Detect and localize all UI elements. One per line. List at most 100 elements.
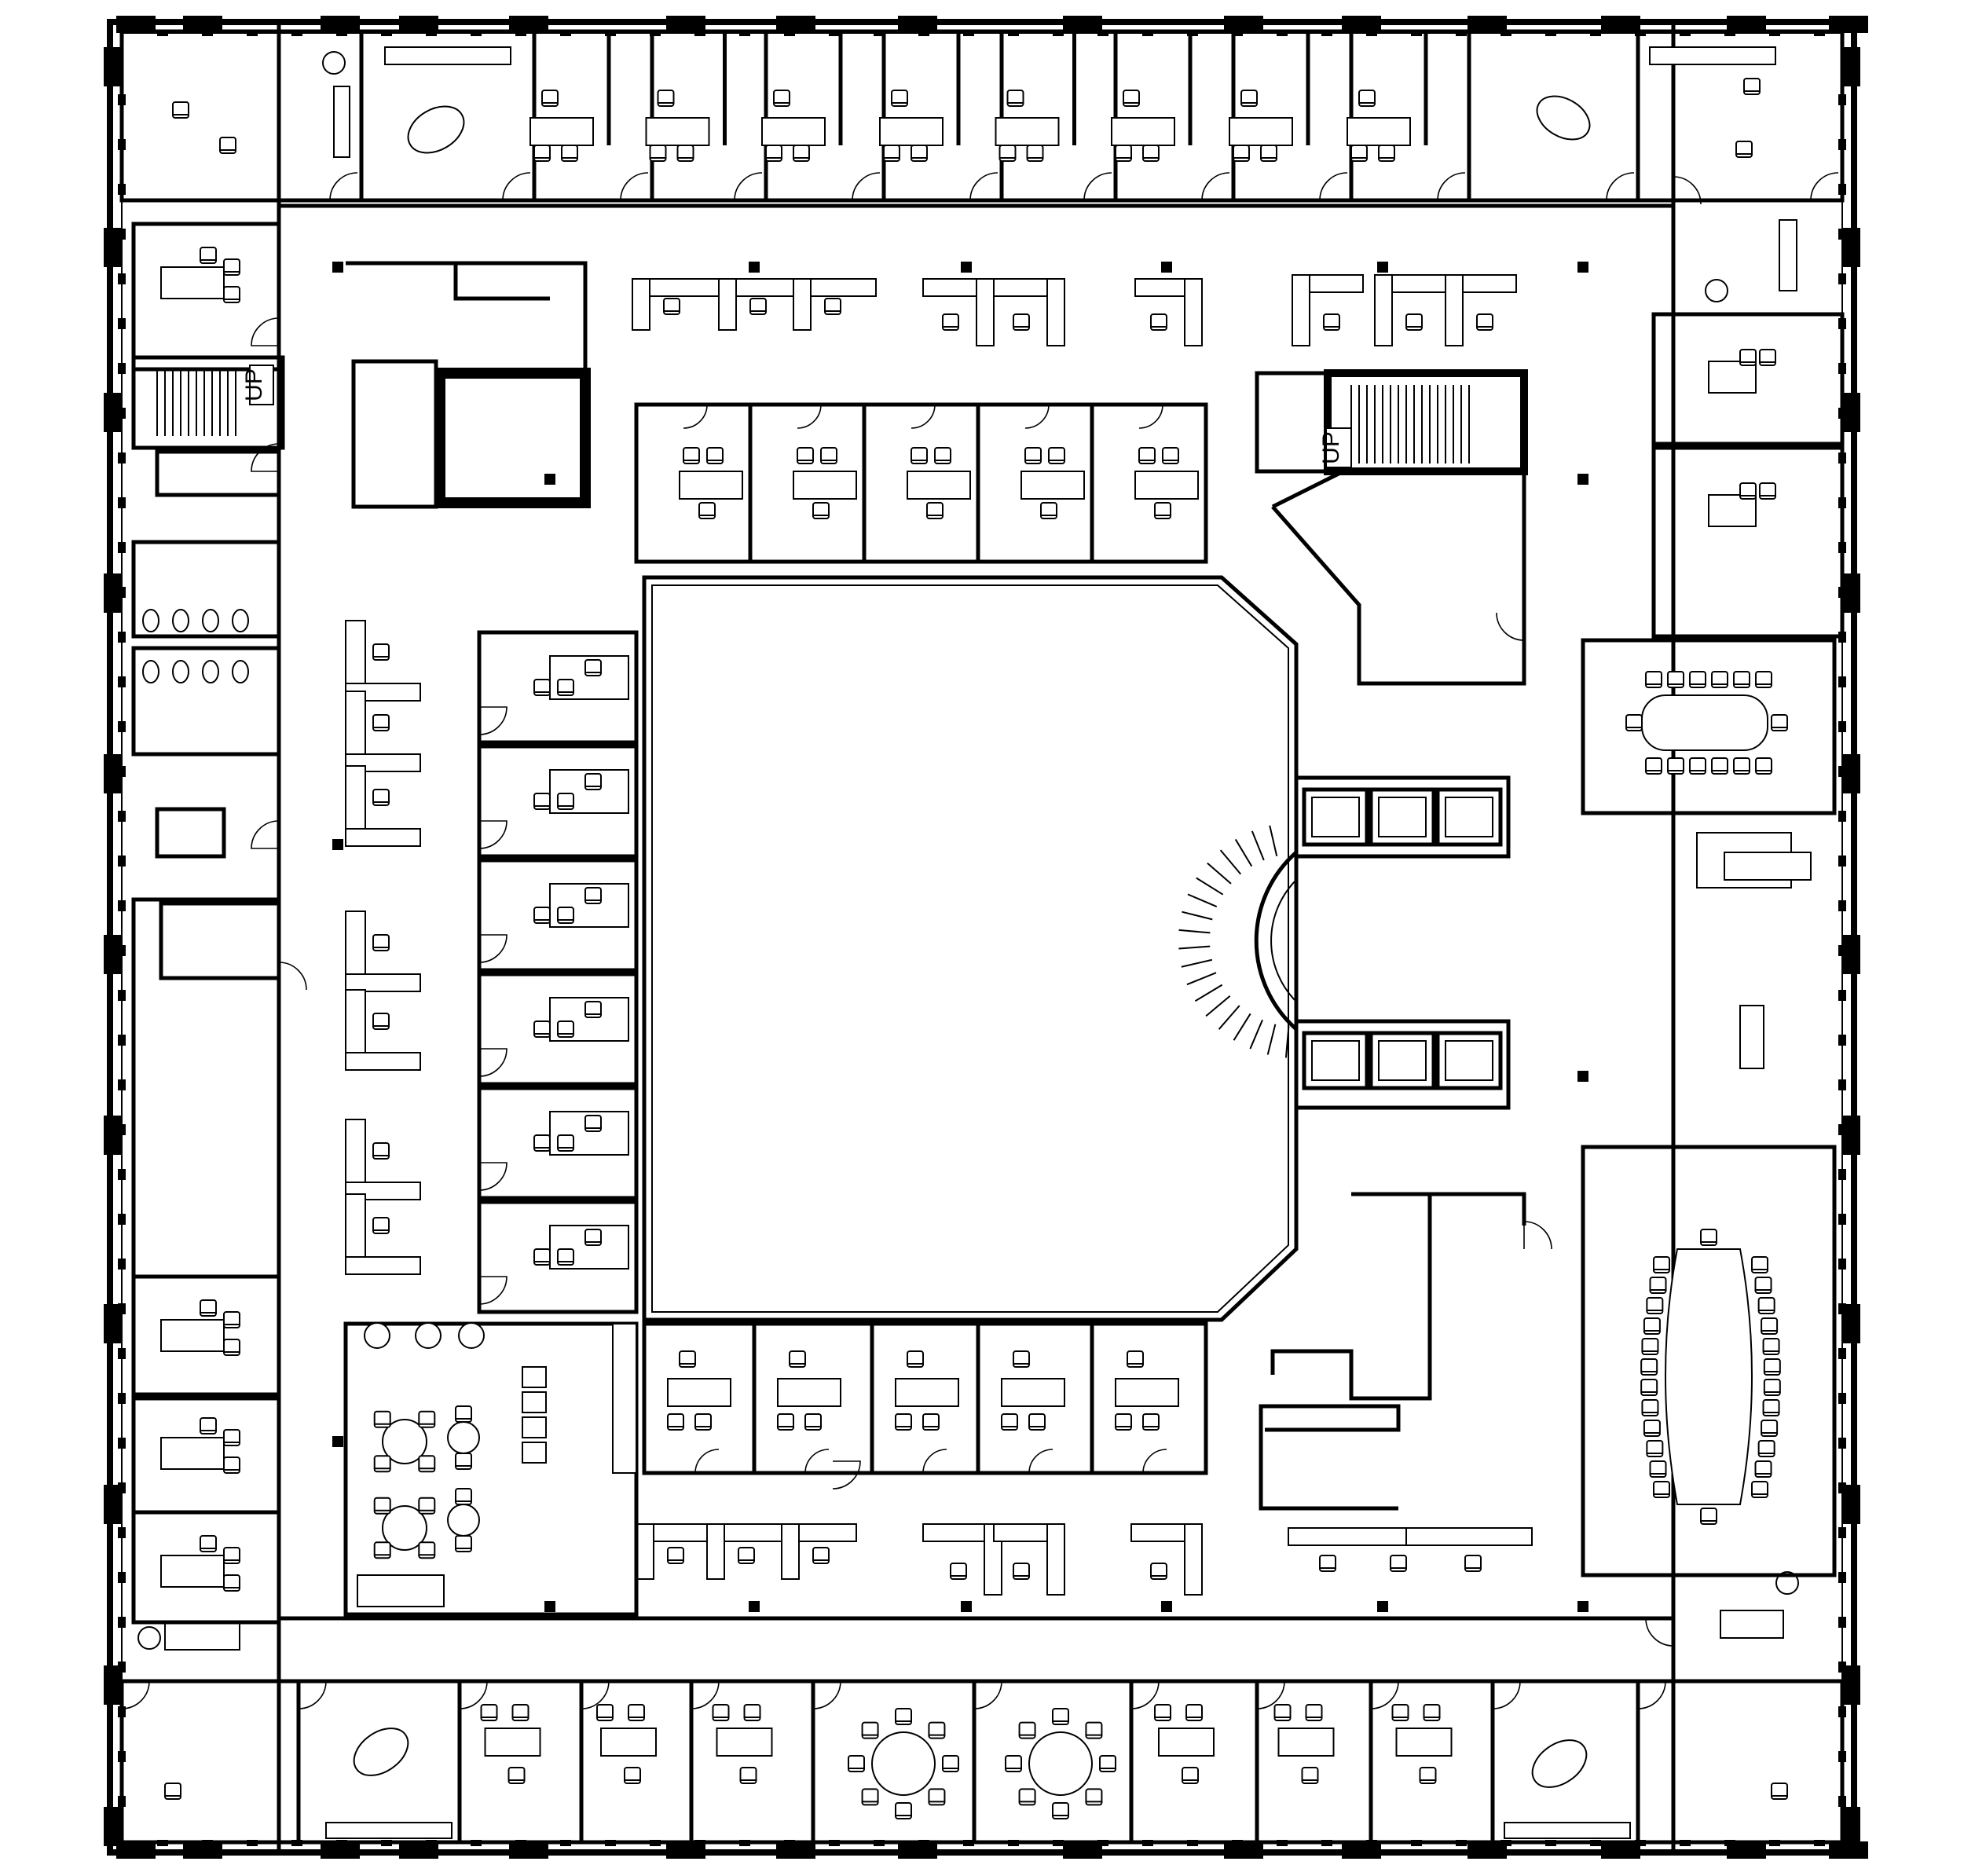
office [477,972,639,1086]
pier [104,1485,121,1524]
door-swing [852,172,881,201]
office [532,29,654,203]
workstation-desk [345,989,366,1061]
door-swing [478,1276,507,1305]
office [1113,29,1236,203]
desk [1001,1378,1065,1407]
pier [116,1841,156,1859]
office [881,29,1004,203]
mullion [118,1124,126,1135]
mullion [1838,1617,1846,1628]
desk [522,1416,547,1438]
elevator-cab [1445,797,1493,837]
door-swing [969,172,998,201]
desk [1649,46,1776,65]
office [999,29,1118,203]
desk [1288,1527,1415,1546]
stool [458,1322,485,1349]
desk [1347,117,1411,146]
elevator-cab [1378,797,1427,837]
office [1349,29,1471,203]
pier [1843,754,1860,793]
inner-office-column-left [477,630,639,1314]
mullion [118,497,126,508]
door-swing [1319,172,1348,201]
round-table [353,1728,409,1776]
pier [104,1807,121,1846]
column [1161,262,1172,273]
conference-chairs-large [1640,1229,1781,1525]
mullion [1838,856,1846,867]
stair-tread [1205,995,1231,1017]
mullion [1838,273,1846,284]
workstation-return [345,1256,421,1275]
door-swing [478,1048,507,1077]
pier [1727,1841,1766,1859]
desk [1504,1822,1631,1839]
door-swing [1810,172,1839,201]
pier [104,573,121,613]
mullion [118,587,126,598]
mullion [1838,945,1846,956]
column [1377,262,1388,273]
desk [879,117,944,146]
workstation-return [781,1523,800,1580]
stair-tread [1266,1024,1277,1055]
door-swing [581,1680,610,1709]
right-room-column [1651,312,1845,1069]
elevator-lobby [1294,775,1511,859]
door-swing [121,1680,150,1709]
office [1636,1679,1845,1845]
pier [321,16,360,33]
stair-tread [1219,849,1242,875]
mullion [118,1617,126,1628]
pier [116,16,156,33]
pier [104,47,121,86]
door-swing [251,317,280,346]
office [1231,29,1354,203]
workstation-return [345,973,421,992]
workstation-return [1374,274,1393,346]
column [1577,474,1588,485]
desk [522,1442,547,1464]
column [749,1601,760,1612]
pier [1063,1841,1102,1859]
door-swing [1142,1449,1167,1474]
door-swing [278,962,307,991]
door-swing [832,1460,861,1489]
door-swing [1496,612,1525,641]
column [1577,1071,1588,1082]
desk [1395,1728,1453,1757]
stair-tread [1251,830,1265,861]
mullion [1838,1214,1846,1225]
door-swing [1024,404,1050,429]
pier [1224,16,1263,33]
workstation-return [793,278,812,331]
mullion [1838,1035,1846,1046]
sofa [1739,1005,1764,1069]
mullion [118,676,126,687]
pier [1843,935,1860,974]
plant [137,1626,161,1650]
pier [509,16,548,33]
door-swing [797,404,822,429]
pier [321,1841,360,1859]
door-swing [1201,172,1230,201]
workstation-desk [345,911,366,983]
mullion [1838,1303,1846,1314]
desk [907,471,971,500]
door-swing [1138,404,1163,429]
toilet [142,660,159,683]
door-swing [691,1680,720,1709]
desk [1724,852,1812,881]
door-swing [1083,172,1112,201]
pier [1468,16,1507,33]
pier [104,754,121,793]
column [1577,262,1588,273]
stairwell-right: UP [1255,369,1528,475]
office [650,29,768,203]
mullion [118,1662,126,1673]
door-swing [683,404,708,429]
toilet [172,660,189,683]
mullion [118,453,126,464]
